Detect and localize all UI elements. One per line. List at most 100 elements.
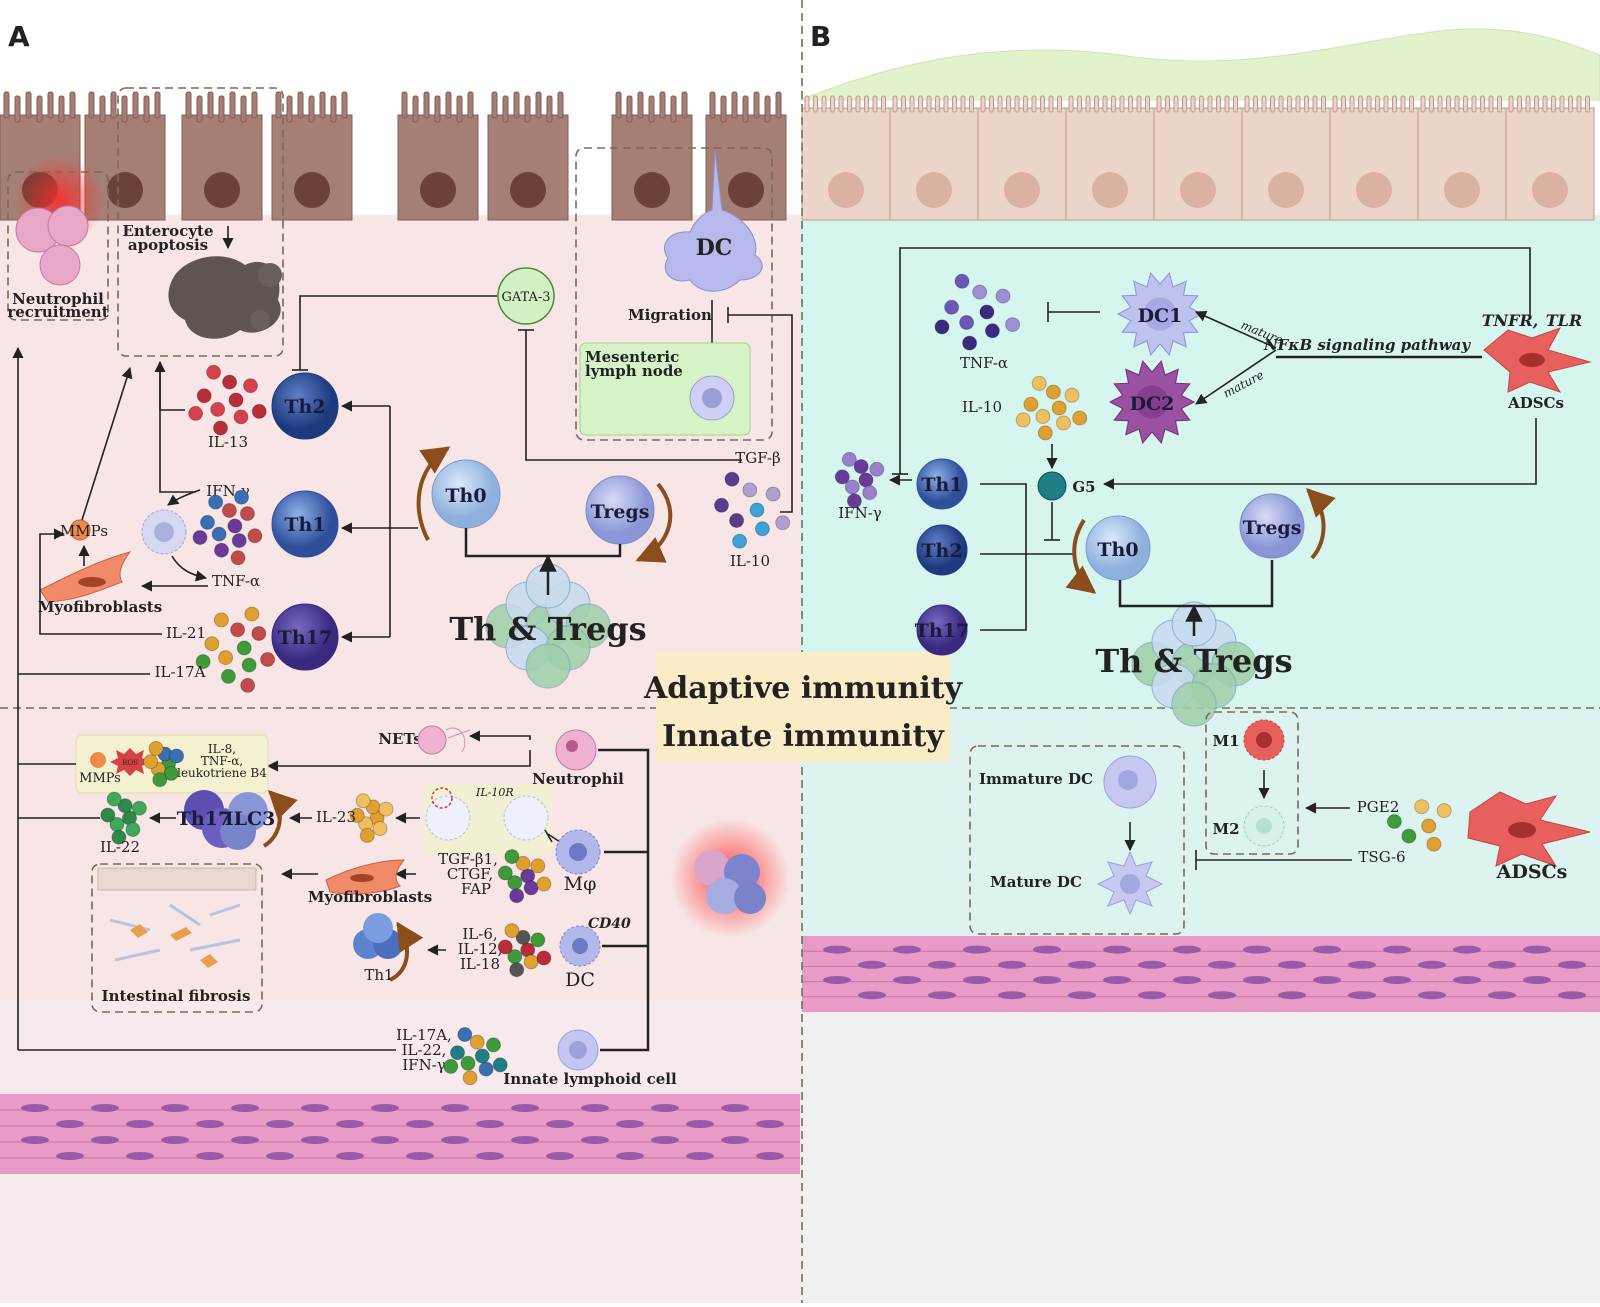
dc-migration-region: DC Migration Mesenteric lymph node bbox=[575, 147, 773, 441]
enterocyte-cell bbox=[397, 91, 479, 221]
th0-label-b: Th0 bbox=[1097, 539, 1138, 561]
th-b-bracket bbox=[980, 483, 1074, 631]
enterocyte-cell-b bbox=[1065, 95, 1155, 221]
nfkb-label: NFκB signaling pathway bbox=[1263, 336, 1471, 354]
il10-cluster-b bbox=[1015, 375, 1088, 441]
il17-cluster bbox=[443, 1027, 508, 1086]
th17-ilc3-cluster bbox=[184, 790, 268, 850]
dc-maturation-box bbox=[969, 745, 1185, 935]
nfkb-to-dc2 bbox=[1195, 349, 1277, 405]
tregs-label-b: Tregs bbox=[1243, 517, 1302, 539]
enterocyte-apoptosis-label-2: apoptosis bbox=[128, 236, 208, 254]
ros-star bbox=[110, 748, 150, 776]
macrophage-box bbox=[1205, 711, 1299, 855]
tnfa-label-b: TNF-α bbox=[960, 354, 1008, 372]
adscs-cell-innate bbox=[1467, 791, 1591, 867]
enterocyte-cell-b bbox=[889, 95, 979, 221]
th0-cell-b: Th0 bbox=[1085, 515, 1151, 581]
intestinal-fibrosis-box: Intestinal fibrosis bbox=[91, 863, 263, 1013]
th-tregs-cluster-a bbox=[485, 563, 611, 689]
myofibroblast-a bbox=[39, 551, 132, 603]
il22-label: IL-22 bbox=[100, 838, 140, 856]
dc-label-innate: DC bbox=[565, 969, 595, 991]
macrophage-mphi bbox=[555, 829, 601, 875]
th0-cycle-arrow bbox=[416, 446, 451, 541]
il10-cluster-a bbox=[714, 471, 791, 549]
th1-label-innate: Th1 bbox=[364, 966, 393, 984]
enterocyte-cell-b bbox=[977, 95, 1067, 221]
leukotriene-label: leukotriene B4 bbox=[177, 766, 267, 780]
ilc-label: Innate lymphoid cell bbox=[503, 1070, 677, 1088]
il21-label: IL-21 bbox=[166, 624, 206, 642]
il22-label-innate: IL-22, bbox=[402, 1041, 447, 1059]
th17-label: Th17 bbox=[278, 627, 332, 649]
nfkb-to-dc1 bbox=[1194, 311, 1277, 349]
il18-label: IL-18 bbox=[460, 955, 500, 973]
myofibroblasts-label-innate: Myofibroblasts bbox=[308, 888, 432, 906]
tregs-label: Tregs bbox=[591, 501, 650, 523]
enterocyte-cell-b bbox=[801, 95, 891, 221]
il6-cluster bbox=[497, 923, 552, 978]
innate-immunity-label: Innate immunity bbox=[662, 719, 945, 754]
enterocyte-layer-b bbox=[801, 95, 1595, 221]
th1-cell-b: Th1 bbox=[916, 458, 968, 510]
dc1-cell bbox=[1116, 272, 1204, 356]
th17-cell-b: Th17 bbox=[915, 604, 969, 656]
ifng-label-b: IFN-γ bbox=[838, 504, 882, 522]
adaptive-immunity-label: Adaptive immunity bbox=[643, 671, 964, 706]
il12-label: IL-12, bbox=[458, 940, 503, 958]
dc2-cell bbox=[1108, 360, 1196, 444]
enterocyte-cell-b bbox=[1505, 95, 1595, 221]
tgfb1-label: TGF-β1, bbox=[438, 850, 498, 868]
ros-label: ROS bbox=[122, 759, 138, 767]
tlr-label: TLR bbox=[1546, 311, 1582, 330]
il13-label: IL-13 bbox=[208, 433, 248, 451]
il10-inhibit-migration bbox=[728, 314, 793, 513]
pge2-tsg6-cluster bbox=[1386, 799, 1452, 852]
dc-innate bbox=[559, 925, 601, 967]
enterocyte-cell-b bbox=[1329, 95, 1419, 221]
th-tregs-label-b: Th & Tregs bbox=[1095, 642, 1292, 680]
dc2-label: DC2 bbox=[1130, 393, 1175, 415]
ilc3-label: ILC3 bbox=[225, 808, 276, 830]
migration-label: Migration bbox=[628, 306, 712, 324]
il23-label: IL-23 bbox=[316, 808, 356, 826]
tgfb-label: TGF-β bbox=[735, 449, 780, 467]
innate-lymphoid-cell bbox=[557, 1029, 599, 1071]
adscs-cell-b bbox=[1483, 327, 1592, 393]
il17a-label-a: IL-17A bbox=[155, 663, 206, 681]
gata3-label: GATA-3 bbox=[501, 290, 550, 305]
gata3-node: GATA-3 bbox=[497, 267, 555, 325]
il8-cluster bbox=[143, 741, 185, 788]
tregs-cycle-arrow bbox=[635, 482, 673, 563]
il6-label: IL-6, bbox=[462, 925, 497, 943]
th2-cell: Th2 bbox=[271, 372, 339, 440]
th2-label: Th2 bbox=[284, 396, 325, 418]
cd40-label: CD40 bbox=[588, 916, 631, 932]
enterocyte-cell-b bbox=[1241, 95, 1331, 221]
il13-cluster bbox=[188, 364, 267, 436]
enterocyte-cell bbox=[487, 91, 569, 221]
inflamed-cell-cluster bbox=[670, 818, 790, 938]
enterocyte-apoptosis-label: Enterocyte bbox=[122, 222, 213, 240]
mmps-dot-a bbox=[69, 519, 91, 541]
tnfa-ifng-cluster-a bbox=[192, 489, 263, 566]
mesenteric-label-2: lymph node bbox=[585, 362, 683, 380]
mphi-label: Mφ bbox=[564, 873, 597, 895]
il23-cluster bbox=[349, 793, 394, 843]
mmps-label-innate: MMPs bbox=[79, 771, 121, 786]
th1-cycle-arrow bbox=[388, 921, 424, 982]
macrophage-a bbox=[141, 509, 187, 555]
neutrophil-recruitment-label: Neutrophil bbox=[12, 290, 104, 308]
neutrophil-recruitment: Neutrophil recruitment bbox=[7, 155, 109, 321]
th17-label-b: Th17 bbox=[915, 620, 969, 642]
neutrophil-to-nets bbox=[468, 730, 531, 742]
ifng-to-apoptosis bbox=[159, 362, 196, 493]
il10-label-a: IL-10 bbox=[730, 552, 770, 570]
dc-label: DC bbox=[696, 235, 733, 261]
myofibroblast-innate bbox=[325, 859, 406, 895]
neutrophil-cell-a bbox=[555, 729, 597, 771]
g5-label: G5 bbox=[1072, 478, 1095, 496]
pge2-label: PGE2 bbox=[1357, 798, 1400, 816]
mmps-dot-innate bbox=[90, 752, 106, 768]
